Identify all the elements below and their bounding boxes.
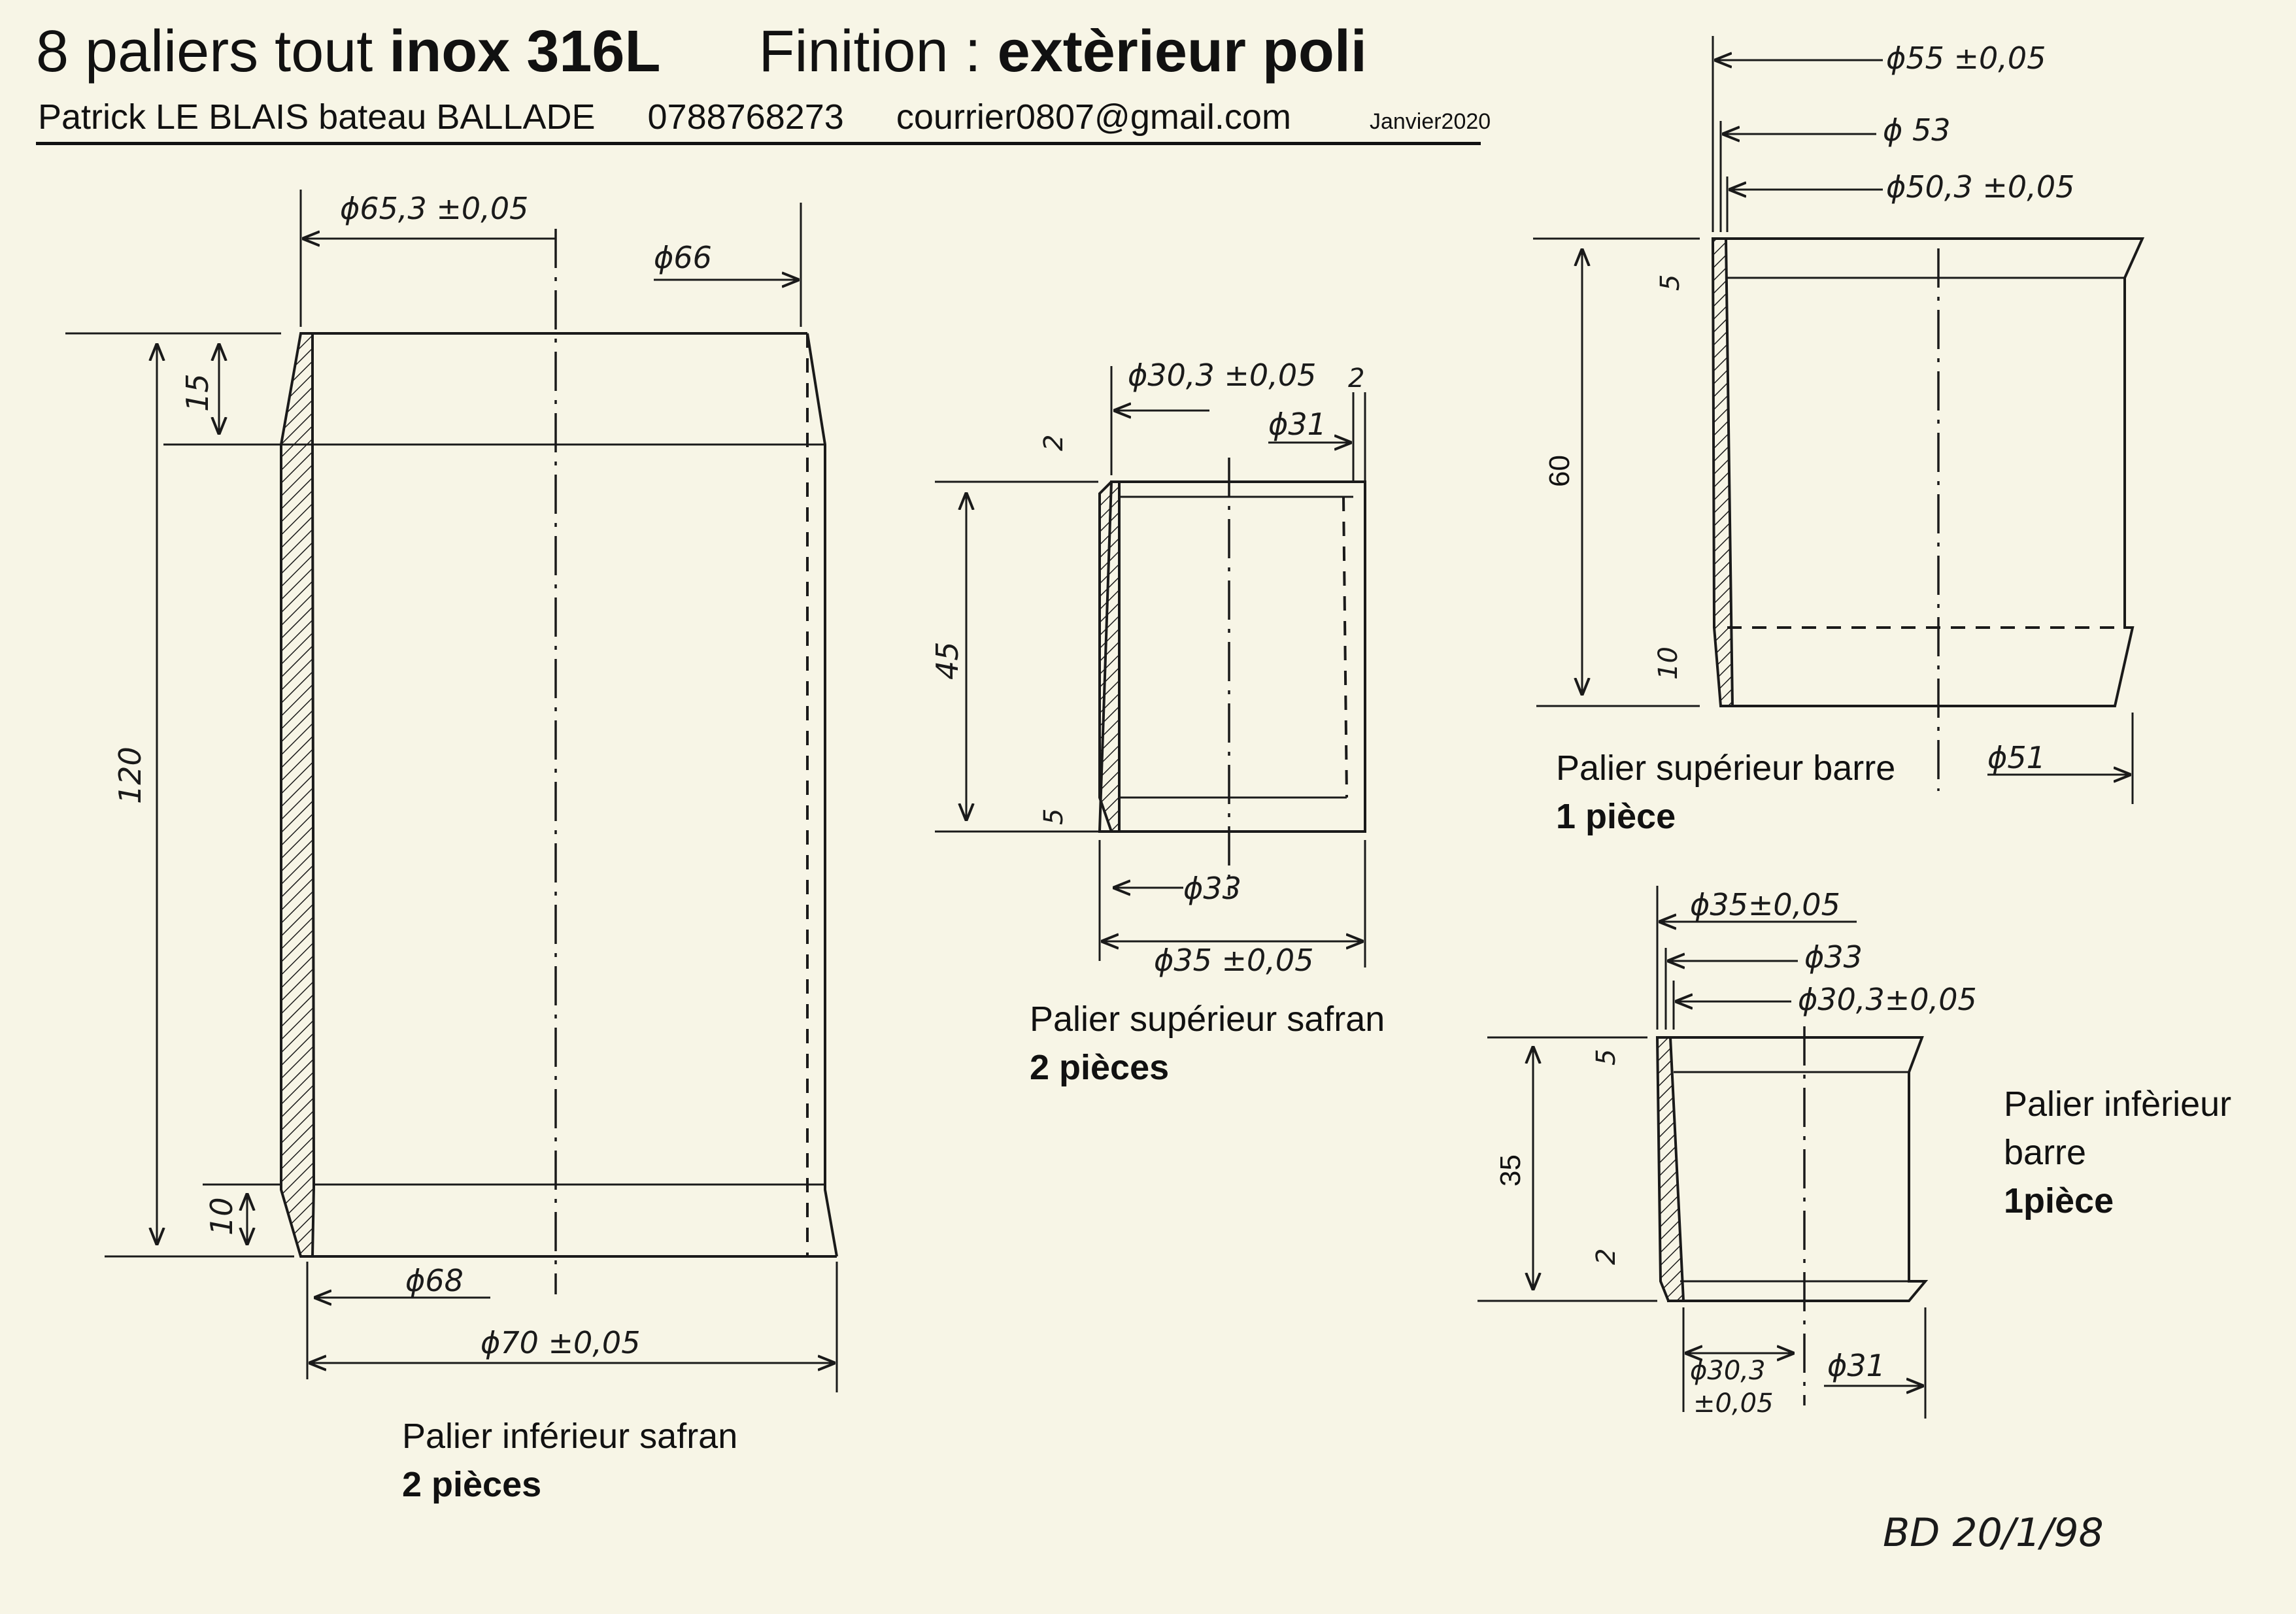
dim-inner-diameter: ϕ50,3 ±0,05 xyxy=(1886,169,2074,205)
caption-quantity: 1 pièce xyxy=(1556,797,1676,836)
dim-outer-diameter: ϕ35 ±0,05 xyxy=(1154,943,1313,978)
title-finish: extèrieur poli xyxy=(997,19,1367,84)
dim-top-taper: 15 xyxy=(180,373,215,412)
section-hatch xyxy=(1655,1036,1685,1302)
title-material: inox 316L xyxy=(389,19,661,84)
outline xyxy=(1098,480,1366,833)
dim-inner-diameter: ϕ30,3 ±0,05 xyxy=(1128,358,1316,393)
part-inferieur-barre: ϕ35±0,05 ϕ33 ϕ30,3±0,05 5 35 2 ϕ30,3 ±0,… xyxy=(1477,886,1977,1419)
dim-taper-diameter: ϕ33 xyxy=(1804,939,1863,975)
dim-top-taper: 2 xyxy=(1039,435,1069,451)
dim-length: 120 xyxy=(112,747,148,804)
dim-top-outer: ϕ31 xyxy=(1268,407,1326,442)
part-superieur-barre: ϕ55 ±0,05 ϕ 53 ϕ50,3 ±0,05 5 60 10 ϕ51 xyxy=(1533,36,2145,804)
caption-quantity: 2 pièces xyxy=(1030,1048,1170,1087)
dim-taper-diameter: ϕ 53 xyxy=(1883,112,1951,148)
title-part1: 8 paliers tout xyxy=(36,19,390,84)
dim-length: 35 xyxy=(1494,1154,1527,1186)
dim-bottom-inner-tol: ±0,05 xyxy=(1693,1388,1774,1419)
part-superieur-safran: ϕ30,3 ±0,05 ϕ31 2 2 45 5 ϕ33 ϕ35 ±0,05 xyxy=(930,358,1366,978)
caption-title: Palier supérieur safran xyxy=(1030,1000,1385,1039)
dim-length: 60 xyxy=(1544,455,1576,487)
dim-outer-diameter: ϕ55 ±0,05 xyxy=(1886,41,2046,76)
section-hatch xyxy=(1711,237,1734,707)
dim-top-taper: 5 xyxy=(1591,1049,1621,1066)
dim-length: 45 xyxy=(930,641,965,680)
signature: BD 20/1/98 xyxy=(1883,1510,2104,1556)
dim-outer-diameter: ϕ70 ±0,05 xyxy=(481,1325,640,1360)
outline xyxy=(1713,237,2145,707)
caption-superieur-barre: Palier supérieur barre 1 pièce xyxy=(1556,744,1895,841)
caption-inferieur-safran: Palier inférieur safran 2 pièces xyxy=(402,1412,737,1509)
caption-title: Palier supérieur barre xyxy=(1556,748,1896,788)
dim-bottom-taper-dia: ϕ68 xyxy=(405,1263,464,1298)
dim-top-outer: ϕ66 xyxy=(654,240,712,275)
dim-inner-diameter: ϕ65,3 ±0,05 xyxy=(340,191,528,226)
dim-bottom-outer: ϕ31 xyxy=(1827,1348,1885,1383)
header-rule xyxy=(36,142,1481,145)
dim-outer-diameter: ϕ35±0,05 xyxy=(1690,887,1840,922)
dim-top-taper: 5 xyxy=(1655,275,1685,291)
caption-quantity: 1pièce xyxy=(2004,1181,2114,1220)
section-hatch xyxy=(280,332,316,1258)
title-finition: Finition : xyxy=(758,19,981,84)
outline xyxy=(1657,1036,1929,1302)
dim-bottom-inner: ϕ30,3 xyxy=(1690,1356,1765,1386)
caption-superieur-safran: Palier supérieur safran 2 pièces xyxy=(1030,995,1385,1092)
contact-email: courrier0807@gmail.com xyxy=(896,97,1291,137)
section-hatch xyxy=(1098,480,1121,833)
dim-bottom-taper: 2 xyxy=(1591,1249,1621,1265)
dim-wall: 2 xyxy=(1348,363,1364,394)
dim-inner-diameter: ϕ30,3±0,05 xyxy=(1798,982,1977,1017)
contact-line: Patrick LE BLAIS bateau BALLADE 07887682… xyxy=(38,97,1491,137)
right-profile xyxy=(806,333,838,1257)
dim-bottom-outer: ϕ51 xyxy=(1987,740,2046,775)
title: 8 paliers tout inox 316L Finition : extè… xyxy=(36,18,1367,86)
dim-bottom-taper: 5 xyxy=(1039,809,1069,825)
header-date: Janvier2020 xyxy=(1369,109,1491,134)
dim-bottom-taper: 10 xyxy=(1653,647,1683,680)
caption-title: Palier inférieur safran xyxy=(402,1417,738,1456)
dim-bottom-taper-dia: ϕ33 xyxy=(1183,871,1241,906)
part-inferieur-safran: ϕ65,3 ±0,05 ϕ66 120 15 10 ϕ68 ϕ70 ±0,05 xyxy=(65,190,838,1392)
contact-phone: 0788768273 xyxy=(647,97,844,137)
caption-title-line1: Palier infèrieur xyxy=(2004,1084,2232,1124)
caption-title-line2: barre xyxy=(2004,1133,2087,1172)
contact-name: Patrick LE BLAIS bateau BALLADE xyxy=(38,97,596,137)
caption-quantity: 2 pièces xyxy=(402,1465,542,1504)
caption-inferieur-barre: Palier infèrieur barre 1pièce xyxy=(2004,1080,2231,1225)
dim-bottom-taper: 10 xyxy=(204,1197,239,1236)
